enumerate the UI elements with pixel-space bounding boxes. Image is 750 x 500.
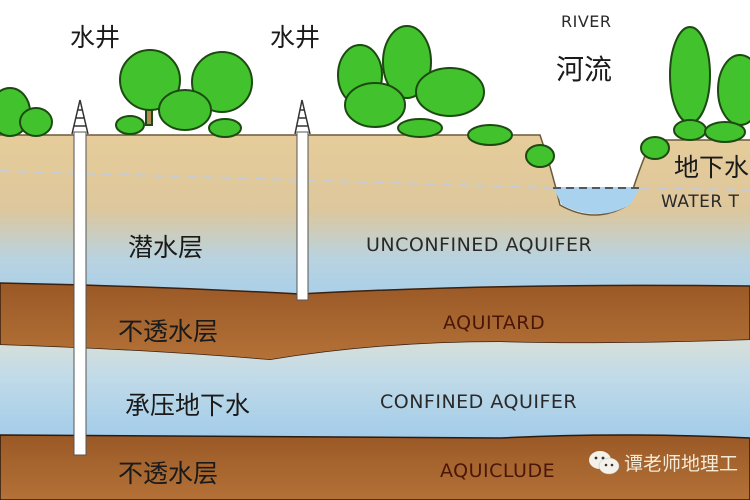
watermark: 谭老师地理工 — [588, 449, 738, 476]
confined-aquifer-label-en: CONFINED AQUIFER — [380, 391, 578, 413]
aquiclude-layer — [0, 434, 750, 500]
unconfined-aquifer-layer — [0, 135, 750, 300]
well-label-2: 水井 — [270, 23, 321, 52]
well-label-1: 水井 — [70, 23, 121, 52]
unconfined-aquifer-label-en: UNCONFINED AQUIFER — [366, 234, 593, 256]
aquiclude-label-cn: 不透水层 — [118, 459, 219, 488]
river-label-cn: 河流 — [556, 53, 613, 86]
confined-aquifer-layer — [0, 340, 750, 438]
water-table-label-cn: 地下水 — [674, 153, 750, 182]
confined-aquifer-label-cn: 承压地下水 — [125, 391, 251, 420]
trees — [0, 25, 750, 168]
well-2 — [294, 99, 311, 301]
wechat-icon — [589, 450, 620, 474]
aquitard-label-cn: 不透水层 — [118, 317, 219, 346]
unconfined-aquifer-label-cn: 潜水层 — [128, 233, 204, 262]
river-water — [553, 187, 640, 215]
water-table-label-en: WATER T — [661, 192, 740, 212]
watermark-text: 谭老师地理工 — [624, 453, 739, 475]
aquiclude-label-en: AQUICLUDE — [440, 460, 556, 482]
water-table-line — [0, 170, 750, 191]
aquitard-label-en: AQUITARD — [443, 312, 546, 334]
well-1 — [71, 99, 89, 456]
river-label-en: RIVER — [561, 12, 612, 31]
